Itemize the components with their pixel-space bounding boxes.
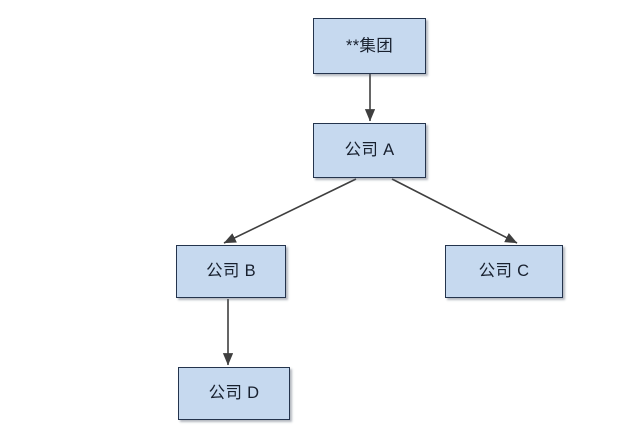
connector-company-a-to-company-c bbox=[391, 178, 518, 244]
org-node-company-b[interactable]: 公司 B bbox=[176, 245, 286, 298]
org-node-company-a[interactable]: 公司 A bbox=[313, 123, 426, 178]
org-node-company-d-label: 公司 D bbox=[208, 384, 260, 403]
org-node-company-c-label: 公司 C bbox=[478, 262, 530, 281]
org-node-company-c[interactable]: 公司 C bbox=[445, 245, 563, 298]
org-node-company-b-label: 公司 B bbox=[206, 262, 256, 281]
org-node-company-d[interactable]: 公司 D bbox=[178, 367, 290, 420]
org-node-group[interactable]: **集团 bbox=[313, 18, 426, 74]
org-node-company-a-label: 公司 A bbox=[344, 141, 395, 160]
connector-company-a-to-company-b bbox=[223, 178, 357, 244]
org-node-group-label: **集团 bbox=[345, 36, 394, 55]
